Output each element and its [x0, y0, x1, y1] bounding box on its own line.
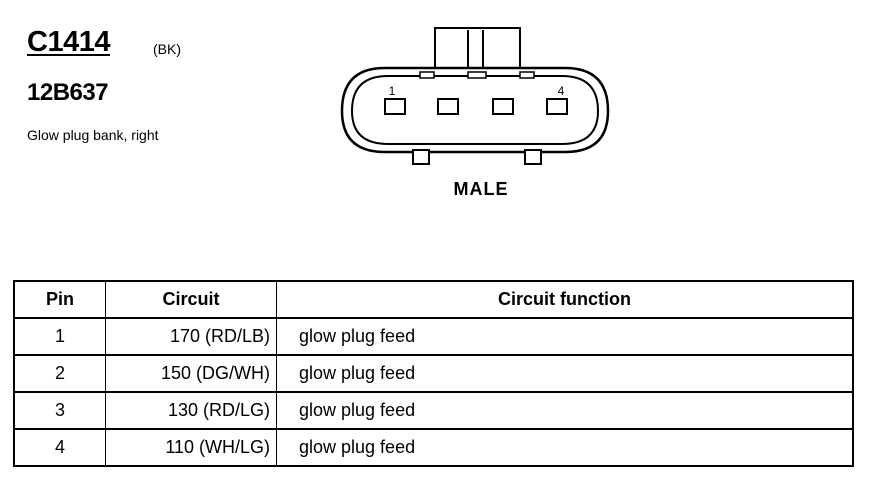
pin-cavity-1 [384, 98, 406, 115]
pinout-table: Pin Circuit Circuit function 1 170 (RD/L… [13, 280, 854, 467]
connector-face-diagram: 1 4 [340, 27, 610, 165]
pin-cavity-4 [546, 98, 568, 115]
cell-function: glow plug feed [276, 317, 854, 356]
pin-label-first: 1 [389, 84, 396, 98]
pin-cavity-2 [437, 98, 459, 115]
cell-circuit: 150 (DG/WH) [105, 354, 277, 393]
header-pin: Pin [13, 280, 106, 319]
notch [419, 71, 435, 79]
cell-function: glow plug feed [276, 354, 854, 393]
connector-description: Glow plug bank, right [27, 127, 159, 143]
cell-pin: 2 [13, 354, 106, 393]
cell-circuit: 110 (WH/LG) [105, 428, 277, 467]
housing-foot [412, 149, 430, 165]
connector-color: (BK) [153, 41, 181, 57]
cell-circuit: 130 (RD/LG) [105, 391, 277, 430]
header-circuit-function: Circuit function [276, 280, 854, 319]
notch [467, 71, 487, 79]
header-circuit: Circuit [105, 280, 277, 319]
cell-circuit: 170 (RD/LB) [105, 317, 277, 356]
pin-cavity-3 [492, 98, 514, 115]
cell-pin: 3 [13, 391, 106, 430]
cell-pin: 4 [13, 428, 106, 467]
table-row: 3 130 (RD/LG) glow plug feed [13, 391, 854, 430]
cell-pin: 1 [13, 317, 106, 356]
connector-housing-inner [350, 75, 600, 145]
locking-tab [434, 27, 521, 73]
cell-function: glow plug feed [276, 428, 854, 467]
pin-label-last: 4 [558, 84, 565, 98]
part-number: 12B637 [27, 79, 109, 106]
cell-function: glow plug feed [276, 391, 854, 430]
table-row: 2 150 (DG/WH) glow plug feed [13, 354, 854, 393]
connector-gender-label: MALE [453, 179, 509, 199]
housing-foot [524, 149, 542, 165]
table-row: 4 110 (WH/LG) glow plug feed [13, 428, 854, 467]
table-row: 1 170 (RD/LB) glow plug feed [13, 317, 854, 356]
table-header-row: Pin Circuit Circuit function [13, 280, 854, 319]
notch [519, 71, 535, 79]
connector-id: C1414 [27, 26, 110, 58]
